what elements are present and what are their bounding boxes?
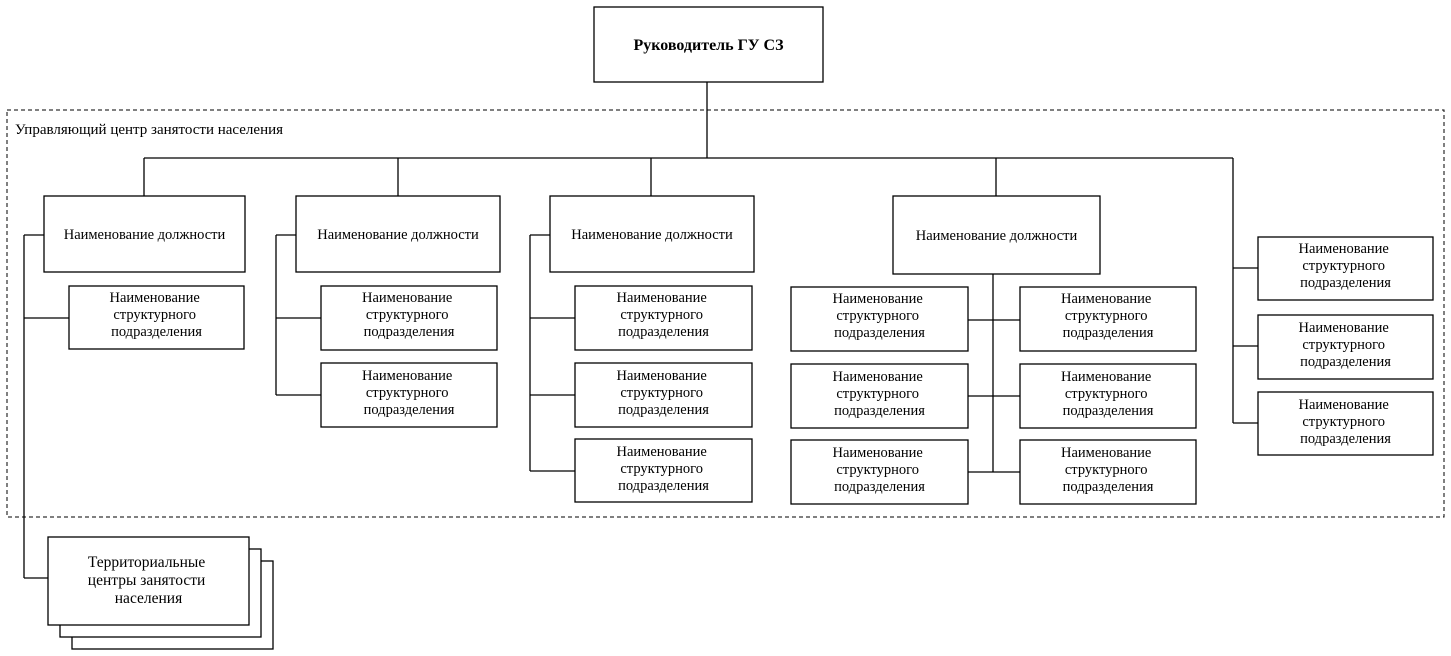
unit-line: Наименование (833, 445, 923, 461)
unit-box: Наименование структурного подразделения (574, 362, 753, 428)
unit-line: структурного (836, 386, 919, 402)
svg-text:Наименование структурног: Наименование структурного подразделения (1299, 241, 1393, 291)
unit-line: Наименование (833, 291, 923, 307)
stack-front-box (47, 536, 250, 626)
unit-line: структурного (1065, 386, 1148, 402)
svg-text:Территориальные центры з: Территориальные центры занятости населен… (88, 554, 209, 607)
svg-text:Наименование структурног: Наименование структурного подразделения (833, 445, 927, 495)
unit-line: подразделения (1063, 403, 1154, 419)
region-frame (6, 109, 1445, 518)
unit-line: подразделения (1300, 275, 1391, 291)
unit-line: Наименование (833, 369, 923, 385)
unit-line: структурного (1065, 462, 1148, 478)
unit-line: подразделения (618, 324, 709, 340)
territorial-line: населения (115, 590, 182, 607)
unit-line: подразделения (834, 325, 925, 341)
svg-text:Наименование структурног: Наименование структурного подразделения (1061, 369, 1155, 419)
unit-line: подразделения (364, 324, 455, 340)
svg-text:Наименование структурног: Наименование структурного подразделения (833, 369, 927, 419)
unit-line: подразделения (1063, 479, 1154, 495)
svg-text:Наименование структурног: Наименование структурного подразделения (617, 290, 711, 340)
position-label: Наименование должности (317, 227, 479, 243)
svg-text:Наименование структурног: Наименование структурного подразделения (1299, 320, 1393, 370)
position-2: Наименование должности (295, 195, 501, 273)
position-label: Наименование должности (916, 228, 1078, 244)
unit-line: структурного (1065, 308, 1148, 324)
unit-box: Наименование структурного подразделения (790, 363, 969, 429)
svg-text:Наименование структурног: Наименование структурного подразделения (617, 444, 711, 494)
unit-line: подразделения (618, 402, 709, 418)
unit-line: Наименование (617, 290, 707, 306)
svg-text:Наименование структурног: Наименование структурного подразделения (1061, 445, 1155, 495)
svg-text:Наименование структурног: Наименование структурного подразделения (110, 290, 204, 340)
unit-box: Наименование структурного подразделения (68, 285, 245, 350)
unit-line: подразделения (834, 403, 925, 419)
unit-line: Наименование (617, 444, 707, 460)
position-label: Наименование должности (571, 227, 733, 243)
unit-line: структурного (620, 385, 703, 401)
unit-box: Наименование структурного подразделения (1257, 314, 1434, 380)
unit-box: Наименование структурного подразделения (1019, 286, 1197, 352)
root-node: Руководитель ГУ СЗ (593, 6, 824, 83)
unit-line: структурного (113, 307, 196, 323)
territorial-line: Территориальные (88, 554, 205, 571)
unit-box: Наименование структурного подразделения (320, 285, 498, 351)
svg-text:Наименование структурног: Наименование структурного подразделения (833, 291, 927, 341)
unit-box: Наименование структурного подразделения (790, 439, 969, 505)
region-label: Управляющий центр занятости населения (15, 122, 283, 138)
unit-line: Наименование (1061, 369, 1151, 385)
unit-line: подразделения (1063, 325, 1154, 341)
territorial-line: центры занятости (88, 572, 206, 589)
unit-box: Наименование структурного подразделения (790, 286, 969, 352)
unit-line: Наименование (362, 368, 452, 384)
unit-line: подразделения (1300, 354, 1391, 370)
unit-line: подразделения (1300, 431, 1391, 447)
unit-line: подразделения (834, 479, 925, 495)
position-1: Наименование должности (43, 195, 246, 273)
unit-box: Наименование структурного подразделения (574, 285, 753, 351)
unit-line: Наименование (1299, 397, 1389, 413)
svg-text:Наименование структурног: Наименование структурного подразделения (617, 368, 711, 418)
root-label: Руководитель ГУ СЗ (633, 37, 784, 54)
unit-line: структурного (366, 385, 449, 401)
unit-line: структурного (620, 307, 703, 323)
unit-line: подразделения (364, 402, 455, 418)
unit-box: Наименование структурного подразделения (1019, 439, 1197, 505)
unit-line: Наименование (1299, 320, 1389, 336)
territorial-centers: Территориальные центры занятости населен… (47, 536, 274, 650)
unit-line: Наименование (1299, 241, 1389, 257)
unit-line: структурного (1302, 258, 1385, 274)
unit-box: Наименование структурного подразделения (320, 362, 498, 428)
connectors (23, 82, 1258, 579)
unit-line: структурного (1302, 337, 1385, 353)
unit-line: структурного (836, 308, 919, 324)
position-4: Наименование должности (892, 195, 1101, 275)
unit-line: структурного (836, 462, 919, 478)
unit-line: Наименование (110, 290, 200, 306)
position-3: Наименование должности (549, 195, 755, 273)
svg-text:Наименование структурног: Наименование структурного подразделения (362, 368, 456, 418)
position-label: Наименование должности (64, 227, 226, 243)
svg-text:Наименование структурног: Наименование структурного подразделения (1299, 397, 1393, 447)
unit-line: Наименование (1061, 291, 1151, 307)
svg-text:Наименование структурног: Наименование структурного подразделения (1061, 291, 1155, 341)
unit-line: структурного (366, 307, 449, 323)
unit-box: Наименование структурного подразделения (574, 438, 753, 503)
unit-line: структурного (620, 461, 703, 477)
unit-box: Наименование структурного подразделения (1019, 363, 1197, 429)
unit-line: структурного (1302, 414, 1385, 430)
unit-line: Наименование (1061, 445, 1151, 461)
unit-line: Наименование (617, 368, 707, 384)
unit-line: подразделения (111, 324, 202, 340)
unit-box: Наименование структурного подразделения (1257, 236, 1434, 301)
unit-line: Наименование (362, 290, 452, 306)
unit-line: подразделения (618, 478, 709, 494)
unit-box: Наименование структурного подразделения (1257, 391, 1434, 456)
svg-text:Наименование структурног: Наименование структурного подразделения (362, 290, 456, 340)
